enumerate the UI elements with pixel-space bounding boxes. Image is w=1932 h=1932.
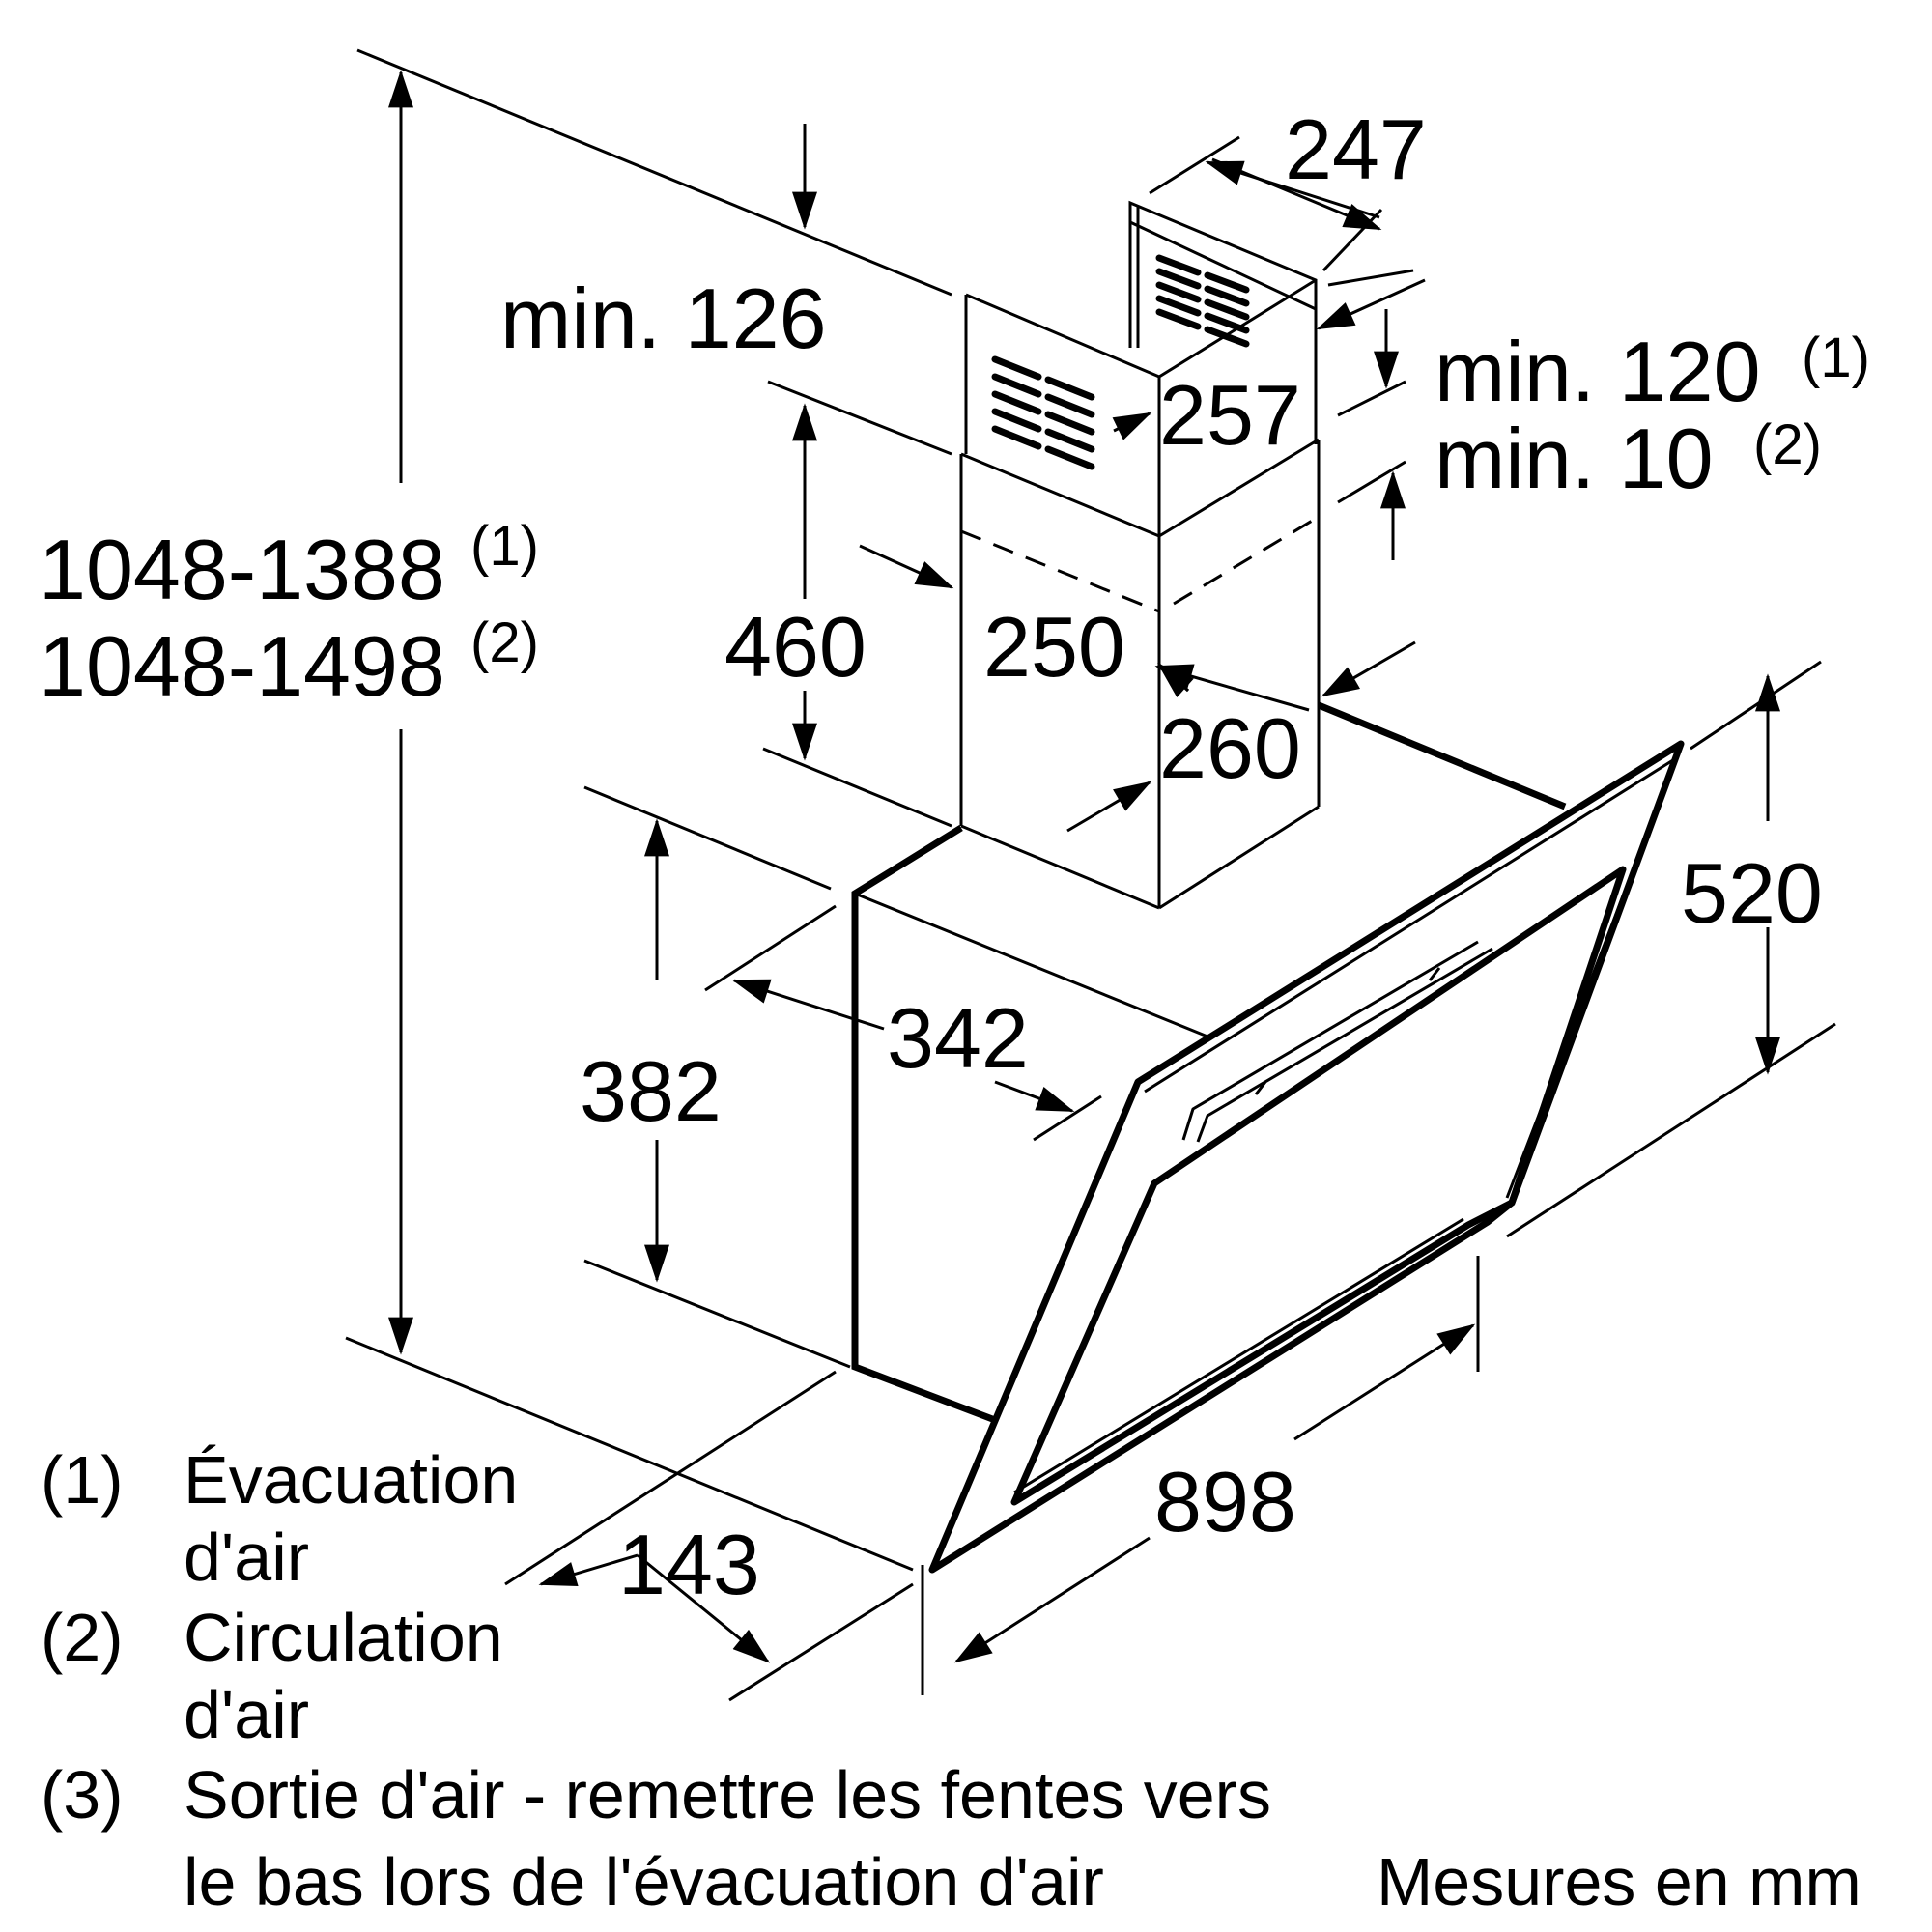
- dimension-arrows: [388, 70, 1780, 1663]
- dimension-labels: 1048-1388 (1) 1048-1498 (2) min. 126 min…: [39, 101, 1870, 1612]
- height-range-1-label: 1048-1388: [39, 522, 445, 617]
- chimney-lower: [959, 438, 1321, 910]
- height-range-1-sup: (1): [470, 515, 539, 578]
- min-126-label: min. 126: [500, 270, 827, 366]
- glass-panel: [928, 740, 1685, 1574]
- vent-slots-front: [991, 355, 1095, 470]
- dim-520-label: 520: [1681, 845, 1823, 941]
- legend-3-line2: le bas lors de l'évacuation d'air: [184, 1844, 1104, 1919]
- dim-250-label: 250: [983, 599, 1125, 695]
- hood-body: [851, 701, 1567, 1424]
- dim-247-label: 247: [1285, 101, 1427, 197]
- legend-1-number: (1): [41, 1442, 124, 1518]
- height-range-2-sup: (2): [470, 611, 539, 674]
- legend-2-line1: Circulation: [184, 1600, 503, 1675]
- legend-3-line1: Sortie d'air - remettre les fentes vers: [184, 1757, 1271, 1833]
- dim-460-label: 460: [724, 599, 867, 695]
- height-range-2-label: 1048-1498: [39, 618, 445, 714]
- legend-2-number: (2): [41, 1600, 124, 1675]
- units-note: Mesures en mm: [1377, 1844, 1861, 1919]
- extension-lines: [345, 48, 1836, 1702]
- dim-257-label: 257: [1159, 367, 1301, 463]
- dim-260-label: 260: [1159, 700, 1301, 796]
- legend-2-line2: d'air: [184, 1677, 310, 1752]
- min-120-sup: (1): [1802, 327, 1870, 389]
- dim-382-label: 382: [580, 1043, 722, 1139]
- legend-1-line1: Évacuation: [184, 1442, 519, 1518]
- dim-143-label: 143: [618, 1517, 760, 1612]
- vent-slots-upper: [1155, 254, 1250, 348]
- min-10-label: min. 10: [1435, 411, 1714, 506]
- legend-1-line2: d'air: [184, 1520, 310, 1595]
- min-10-sup: (2): [1753, 413, 1822, 476]
- min-120-label: min. 120: [1435, 324, 1761, 419]
- dim-898-label: 898: [1154, 1454, 1296, 1549]
- legend-3-number: (3): [41, 1757, 124, 1833]
- dim-342-label: 342: [887, 990, 1029, 1086]
